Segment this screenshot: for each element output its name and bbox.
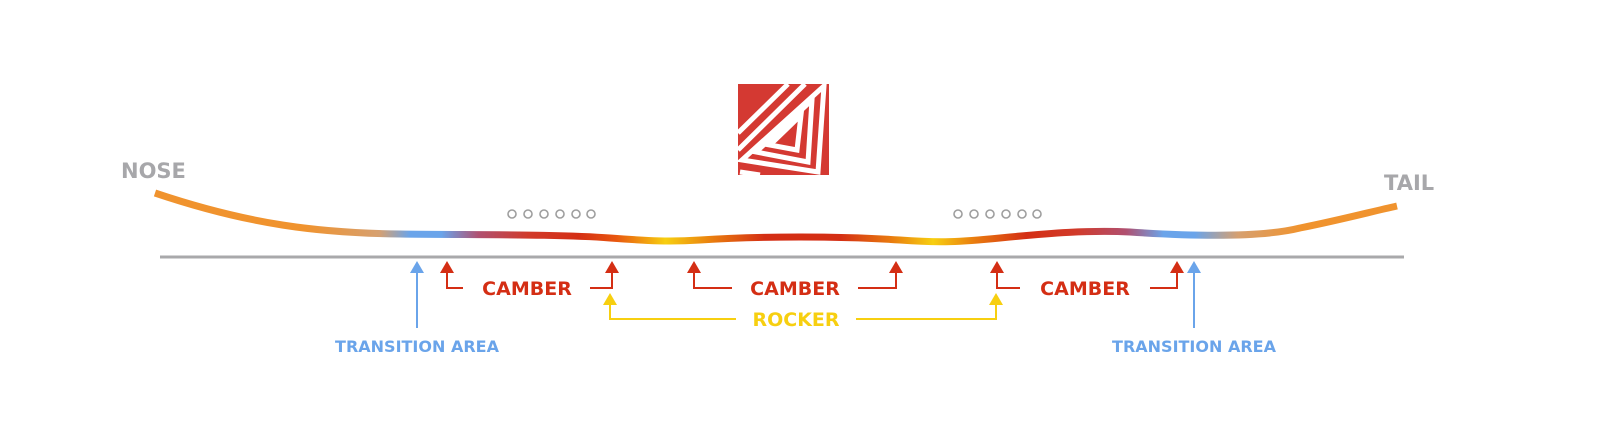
tail-label: TAIL: [1384, 171, 1434, 195]
insert-dot: [1032, 209, 1042, 219]
camber-label-right: CAMBER: [1040, 278, 1130, 300]
board-profile-curve: [153, 189, 1398, 246]
insert-dot: [953, 209, 963, 219]
insert-group-left: [507, 209, 596, 219]
insert-dot: [1001, 209, 1011, 219]
insert-dot: [523, 209, 533, 219]
insert-dot: [571, 209, 581, 219]
brand-logo-icon: [738, 84, 829, 175]
camber-arrowhead: [1170, 261, 1184, 273]
insert-dot: [586, 209, 596, 219]
transition-arrow-right: [1187, 261, 1201, 328]
camber-arrowhead: [990, 261, 1004, 273]
camber-arrowhead: [605, 261, 619, 273]
camber-label-left: CAMBER: [482, 278, 572, 300]
rocker-arrowhead: [603, 293, 617, 305]
insert-dot: [985, 209, 995, 219]
camber-bracket-right: [996, 272, 1178, 289]
insert-dot: [1017, 209, 1027, 219]
camber-bracket-center: [693, 272, 897, 289]
insert-group-right: [953, 209, 1042, 219]
transition-label-right: TRANSITION AREA: [1112, 337, 1277, 356]
rocker-arrowhead: [989, 293, 1003, 305]
rocker-bracket: [609, 304, 997, 320]
insert-dot: [555, 209, 565, 219]
rocker-label: ROCKER: [752, 309, 839, 331]
camber-bracket-left: [446, 272, 613, 289]
transition-label-left: TRANSITION AREA: [335, 337, 500, 356]
camber-arrowhead: [687, 261, 701, 273]
camber-label-center: CAMBER: [750, 278, 840, 300]
insert-dot: [969, 209, 979, 219]
camber-arrowhead: [440, 261, 454, 273]
transition-arrow-left: [410, 261, 424, 328]
camber-arrowhead: [889, 261, 903, 273]
insert-dot: [539, 209, 549, 219]
insert-dot: [507, 209, 517, 219]
nose-label: NOSE: [121, 159, 186, 183]
